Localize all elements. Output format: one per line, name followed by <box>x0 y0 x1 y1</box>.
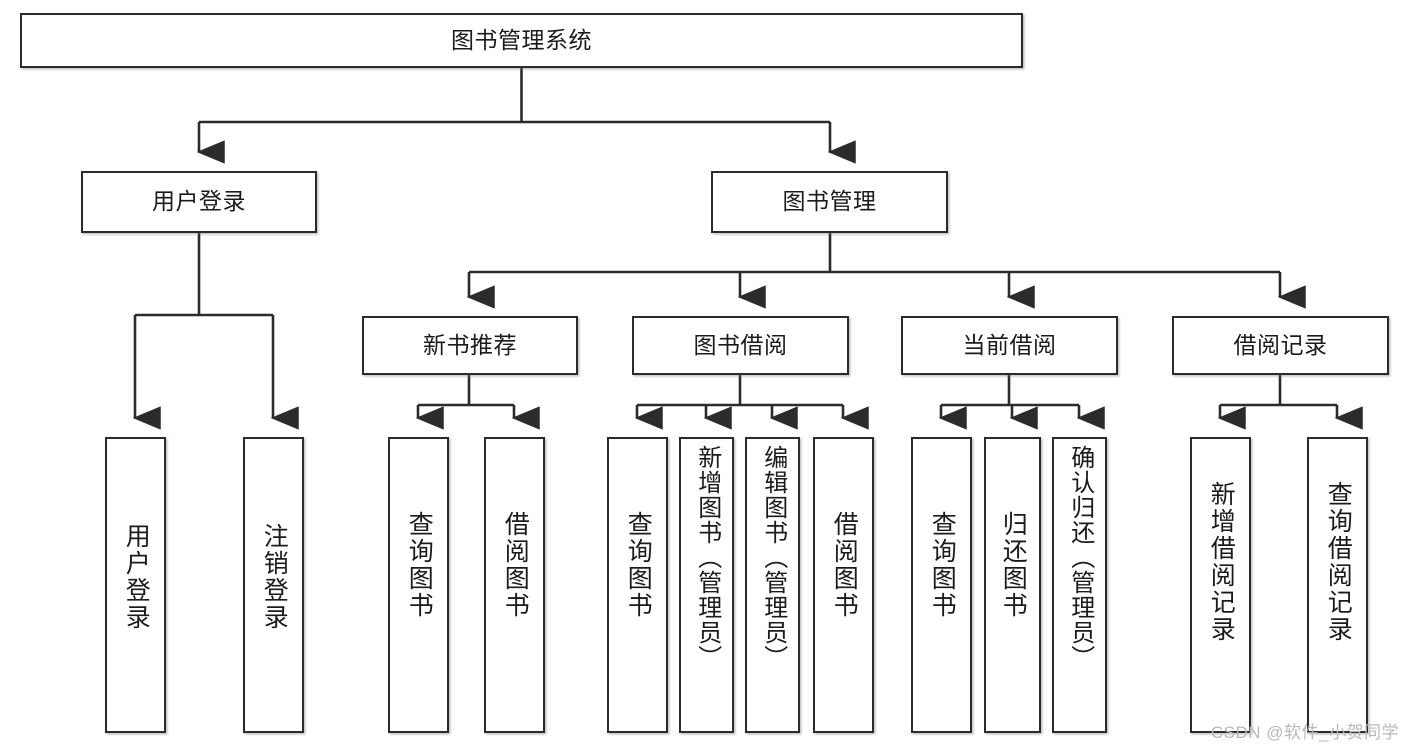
node-new-book-rec[interactable]: 新书推荐 <box>362 316 578 375</box>
node-borrow-record-label: 借阅记录 <box>1233 331 1328 358</box>
node-book-borrow[interactable]: 图书借阅 <box>632 316 849 375</box>
node-borrow-record[interactable]: 借阅记录 <box>1172 316 1389 375</box>
node-leaf-return-book[interactable]: 归还图书 <box>984 437 1041 733</box>
node-user-login[interactable]: 用户登录 <box>81 171 317 233</box>
node-book-manage-label: 图书管理 <box>782 188 877 215</box>
node-leaf-query-book-cur[interactable]: 查询图书 <box>911 437 972 733</box>
node-leaf-query-book-borrow[interactable]: 查询图书 <box>607 437 668 733</box>
node-book-manage[interactable]: 图书管理 <box>711 171 948 233</box>
node-leaf-return-book-label: 归还图书 <box>999 511 1028 619</box>
node-leaf-add-borrow-record[interactable]: 新增借阅记录 <box>1190 437 1251 733</box>
node-current-borrow[interactable]: 当前借阅 <box>901 316 1118 375</box>
node-leaf-confirm-return-admin-label: 确认归还（管理员） <box>1066 445 1094 670</box>
node-leaf-borrow-book-rec[interactable]: 借阅图书 <box>484 437 545 733</box>
node-leaf-borrow-book-rec-label: 借阅图书 <box>501 511 530 619</box>
node-leaf-borrow-book-label: 借阅图书 <box>830 511 859 619</box>
node-leaf-logout[interactable]: 注销登录 <box>243 437 304 733</box>
node-leaf-edit-book-admin-label: 编辑图书（管理员） <box>759 445 787 670</box>
node-root-label: 图书管理系统 <box>451 26 592 53</box>
node-leaf-query-borrow-record[interactable]: 查询借阅记录 <box>1307 437 1368 733</box>
node-leaf-query-book-borrow-label: 查询图书 <box>624 511 653 619</box>
node-leaf-add-book-admin-label: 新增图书（管理员） <box>693 445 721 670</box>
node-leaf-confirm-return-admin[interactable]: 确认归还（管理员） <box>1052 437 1107 733</box>
node-book-borrow-label: 图书借阅 <box>693 331 788 358</box>
node-leaf-query-book-cur-label: 查询图书 <box>928 511 957 619</box>
node-leaf-edit-book-admin[interactable]: 编辑图书（管理员） <box>745 437 800 733</box>
node-current-borrow-label: 当前借阅 <box>962 331 1057 358</box>
node-leaf-query-borrow-record-label: 查询借阅记录 <box>1324 481 1353 643</box>
node-leaf-user-login-label: 用户登录 <box>122 523 151 631</box>
node-leaf-add-book-admin[interactable]: 新增图书（管理员） <box>679 437 734 733</box>
node-leaf-query-book-rec-label: 查询图书 <box>405 511 434 619</box>
node-new-book-rec-label: 新书推荐 <box>423 331 517 358</box>
node-leaf-borrow-book[interactable]: 借阅图书 <box>813 437 874 733</box>
node-leaf-user-login[interactable]: 用户登录 <box>105 437 166 733</box>
csdn-watermark: CSDN @软件_小贺同学 <box>1210 723 1399 742</box>
node-root[interactable]: 图书管理系统 <box>20 13 1023 68</box>
node-leaf-logout-label: 注销登录 <box>260 523 289 631</box>
node-leaf-add-borrow-record-label: 新增借阅记录 <box>1207 481 1236 643</box>
node-user-login-label: 用户登录 <box>152 188 246 215</box>
node-leaf-query-book-rec[interactable]: 查询图书 <box>388 437 449 733</box>
